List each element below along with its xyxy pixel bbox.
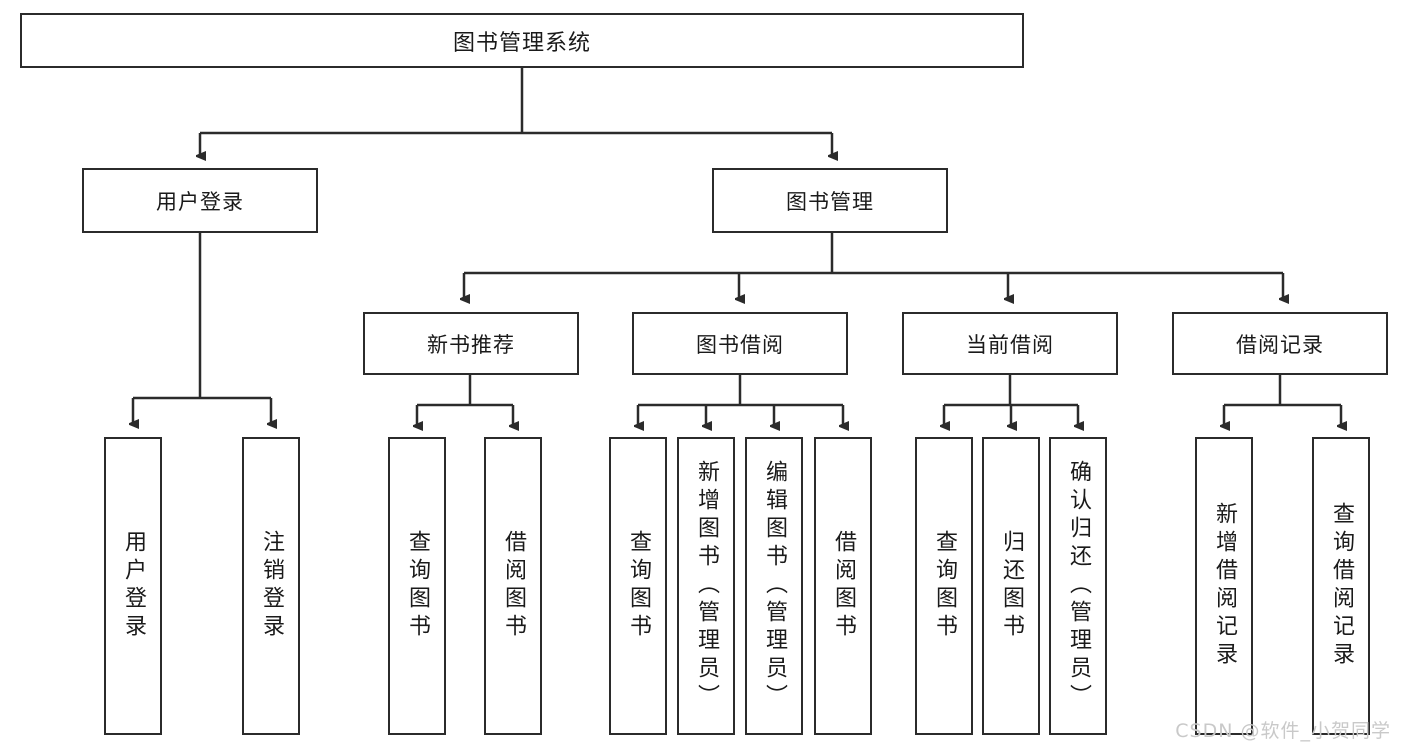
node-label: 查询图书 bbox=[626, 530, 651, 642]
node-label: 归还图书 bbox=[999, 530, 1024, 642]
node-user-login[interactable]: 用户登录 bbox=[82, 168, 318, 233]
leaf-new-book-query[interactable]: 查询图书 bbox=[388, 437, 446, 735]
leaf-user-login-login[interactable]: 用户登录 bbox=[104, 437, 162, 735]
node-label: 借阅图书 bbox=[501, 530, 526, 642]
node-label: 查询图书 bbox=[405, 530, 430, 642]
node-book-management[interactable]: 图书管理 bbox=[712, 168, 948, 233]
node-label: 图书借阅 bbox=[696, 332, 784, 357]
node-label: 查询图书 bbox=[932, 530, 957, 642]
leaf-book-borrow-borrow[interactable]: 借阅图书 bbox=[814, 437, 872, 735]
node-root-system[interactable]: 图书管理系统 bbox=[20, 13, 1024, 68]
node-current-borrow[interactable]: 当前借阅 bbox=[902, 312, 1118, 375]
leaf-borrow-record-query[interactable]: 查询借阅记录 bbox=[1312, 437, 1370, 735]
leaf-current-borrow-confirm-return[interactable]: 确认归还（管理员） bbox=[1049, 437, 1107, 735]
node-label: 图书管理 bbox=[786, 189, 874, 214]
node-label: 借阅图书 bbox=[831, 530, 856, 642]
leaf-book-borrow-edit[interactable]: 编辑图书（管理员） bbox=[745, 437, 803, 735]
node-borrow-record[interactable]: 借阅记录 bbox=[1172, 312, 1388, 375]
leaf-user-login-logout[interactable]: 注销登录 bbox=[242, 437, 300, 735]
node-label: 注销登录 bbox=[259, 530, 284, 642]
leaf-borrow-record-add[interactable]: 新增借阅记录 bbox=[1195, 437, 1253, 735]
leaf-new-book-borrow[interactable]: 借阅图书 bbox=[484, 437, 542, 735]
node-label: 查询借阅记录 bbox=[1329, 502, 1354, 670]
node-label: 图书管理系统 bbox=[452, 30, 591, 56]
node-label: 当前借阅 bbox=[966, 332, 1054, 357]
node-label: 用户登录 bbox=[156, 189, 244, 214]
leaf-current-borrow-return[interactable]: 归还图书 bbox=[982, 437, 1040, 735]
leaf-book-borrow-query[interactable]: 查询图书 bbox=[609, 437, 667, 735]
node-label: 新增图书（管理员） bbox=[694, 460, 719, 712]
watermark: CSDN @软件_小贺同学 bbox=[1175, 720, 1391, 742]
node-label: 新书推荐 bbox=[427, 332, 515, 357]
leaf-book-borrow-add[interactable]: 新增图书（管理员） bbox=[677, 437, 735, 735]
leaf-current-borrow-query[interactable]: 查询图书 bbox=[915, 437, 973, 735]
node-book-borrow[interactable]: 图书借阅 bbox=[632, 312, 848, 375]
node-label: 用户登录 bbox=[121, 530, 146, 642]
node-label: 新增借阅记录 bbox=[1212, 502, 1237, 670]
node-label: 借阅记录 bbox=[1236, 332, 1324, 357]
node-label: 编辑图书（管理员） bbox=[762, 460, 787, 712]
node-new-book-recommend[interactable]: 新书推荐 bbox=[363, 312, 579, 375]
node-label: 确认归还（管理员） bbox=[1066, 460, 1091, 712]
